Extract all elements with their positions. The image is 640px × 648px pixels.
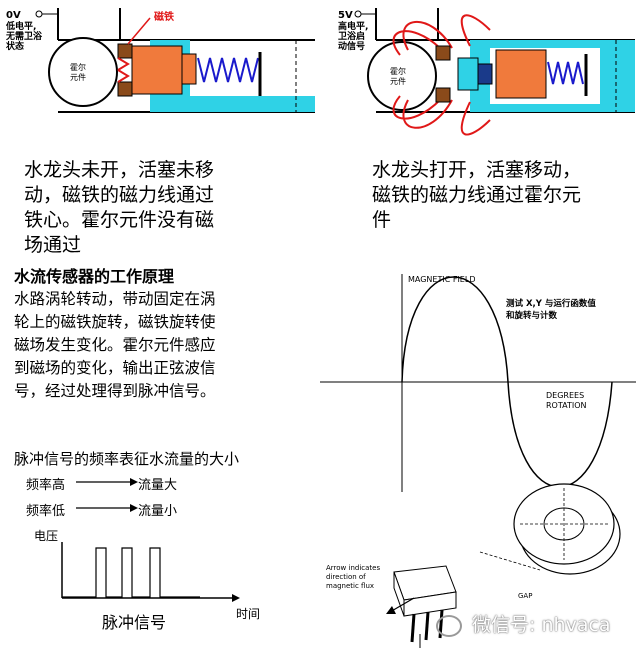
left-voltage: 0V: [6, 10, 21, 21]
sine-sensor-panel: MAGNETIC FIELD DEGREES ROTATION 测试 X,Y 与…: [320, 274, 636, 648]
arrow-note-2: direction of: [326, 573, 366, 581]
pulse-y-label: 电压: [34, 529, 58, 543]
freq-low-label: 频率低: [26, 504, 66, 519]
hall-sensor: [367, 41, 437, 111]
principle-line: 号，经过处理得到脉冲信号。: [14, 382, 216, 400]
pulse-caption: 脉冲信号: [102, 613, 166, 632]
hall-sensor: [48, 37, 118, 107]
arrow-note-1: Arrow indicates: [326, 564, 380, 572]
pulse-row-2: 频率低: [26, 500, 65, 519]
sine-x-label-2: ROTATION: [546, 401, 587, 410]
freq-high-label: 频率高: [26, 478, 66, 493]
hall-label-1: 霍尔: [390, 66, 406, 76]
sine-curve: [401, 276, 613, 488]
right-valve-drawing: 霍尔 元件 5V: [338, 8, 635, 136]
sine-note-1: 测试 X,Y 与运行函数值: [506, 298, 596, 309]
gap-label: GAP: [518, 592, 532, 600]
right-valve-diagram: 霍尔 元件 5V 高电平,卫浴启动信号: [320, 0, 640, 150]
watermark-icon: [436, 614, 462, 637]
left-valve-diagram: 霍尔 元件 磁铁 0V 低电平,无需卫浴状态: [0, 0, 320, 150]
left-caption-line: 动，磁铁的磁力线通过: [24, 184, 215, 206]
right-caption-line: 件: [372, 209, 392, 231]
right-voltage: 5V: [338, 10, 353, 21]
sine-note-2: 和旋转与计数: [506, 310, 558, 321]
watermark: 微信号: nhvaca: [436, 610, 611, 637]
left-state-text-value: 低电平,无需卫浴状态: [6, 22, 43, 52]
right-state-text: 高电平,卫浴启动信号: [338, 22, 370, 52]
left-caption-line: 场通过: [24, 234, 82, 256]
left-valve-drawing: 霍尔 元件 磁铁 0V: [6, 8, 315, 113]
principle-line: 磁场发生变化。霍尔元件感应: [14, 336, 216, 354]
left-caption-line: 铁心。霍尔元件没有磁: [24, 209, 215, 231]
sine-x-label-1: DEGREES: [546, 391, 584, 400]
right-caption-line: 磁铁的磁力线通过霍尔元: [372, 184, 582, 206]
magnet: [495, 49, 547, 99]
left-caption: 水龙头未开，活塞未移 动，磁铁的磁力线通过 铁心。霍尔元件没有磁 场通过: [24, 158, 284, 258]
principle-line: 到磁场的变化，输出正弦波信: [14, 359, 216, 377]
principle-block: 水流传感器的工作原理 水路涡轮转动，带动固定在涡 轮上的磁铁旋转，磁铁旋转使 磁…: [14, 266, 314, 403]
right-caption: 水龙头打开，活塞移动， 磁铁的磁力线通过霍尔元 件: [372, 158, 640, 233]
sine-y-label: MAGNETIC FIELD: [408, 275, 475, 284]
hall-label-2: 元件: [70, 72, 86, 82]
principle-line: 水路涡轮转动，带动固定在涡: [14, 290, 216, 308]
principle-title: 水流传感器的工作原理: [14, 267, 175, 286]
field-lines-bottom: [392, 95, 491, 136]
pulse-drawing: 电压 时间 脉冲信号: [34, 478, 260, 632]
ring-magnet: [513, 483, 621, 575]
spring: [547, 61, 584, 85]
left-state-text: 低电平,无需卫浴状态: [6, 22, 42, 52]
right-state-text-value: 高电平,卫浴启动信号: [338, 22, 369, 52]
pulse-row-2-right: 流量小: [138, 504, 178, 519]
principle-body: 水路涡轮转动，带动固定在涡 轮上的磁铁旋转，磁铁旋转使 磁场发生变化。霍尔元件感…: [14, 288, 314, 403]
right-caption-line: 水龙头打开，活塞移动，: [372, 159, 582, 181]
pulse-row-1-right: 流量大: [138, 478, 178, 493]
iron-core-top: [117, 43, 133, 59]
hall-label-2: 元件: [390, 76, 406, 86]
watermark-text: 微信号: nhvaca: [472, 614, 611, 636]
pulse-waveform: [62, 547, 200, 598]
iron-core-bottom: [117, 81, 133, 97]
principle-line: 轮上的磁铁旋转，磁铁旋转使: [14, 313, 216, 331]
left-caption-line: 水龙头未开，活塞未移: [24, 159, 215, 181]
magnet: [131, 45, 183, 95]
pulse-title: 脉冲信号的频率表征水流量的大小: [14, 450, 240, 468]
flux-arrow: [389, 597, 415, 613]
spring: [197, 57, 259, 83]
hall-label-1: 霍尔: [70, 62, 86, 72]
hall-sensor-chip: [393, 565, 457, 643]
field-lines-top: [392, 14, 491, 56]
pulse-row-1: 频率高: [26, 474, 65, 493]
arrow-note-3: magnetic flux: [326, 582, 374, 590]
magnet-label: 磁铁: [154, 10, 174, 23]
pulse-x-label: 时间: [236, 607, 260, 621]
